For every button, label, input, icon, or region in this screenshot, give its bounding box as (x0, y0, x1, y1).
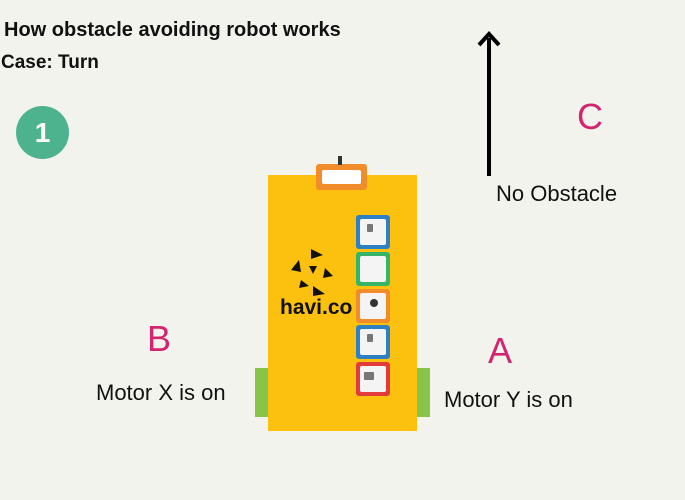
wheel-left (255, 368, 268, 417)
havi-logo-text: havi.co (280, 296, 353, 319)
blue-module (356, 215, 390, 249)
green-module (356, 252, 390, 286)
robot-body (268, 175, 417, 431)
wheel-right (417, 368, 430, 417)
motor-y-label: Motor Y is on (444, 387, 573, 412)
forward-arrow-icon (477, 31, 501, 176)
step-badge: 1 (16, 106, 69, 159)
diagram-title: How obstacle avoiding robot works (4, 19, 341, 41)
motor-x-label: Motor X is on (96, 380, 226, 405)
diagram-subtitle: Case: Turn (1, 52, 99, 73)
red-module (356, 362, 390, 396)
distance-sensor (316, 156, 367, 190)
label-a: A (488, 330, 513, 371)
orange-module (356, 289, 390, 323)
label-c: C (577, 96, 603, 137)
havi-logo-icon (291, 249, 333, 296)
blue-module (356, 325, 390, 359)
label-b: B (147, 318, 172, 359)
no-obstacle-label: No Obstacle (496, 181, 618, 206)
